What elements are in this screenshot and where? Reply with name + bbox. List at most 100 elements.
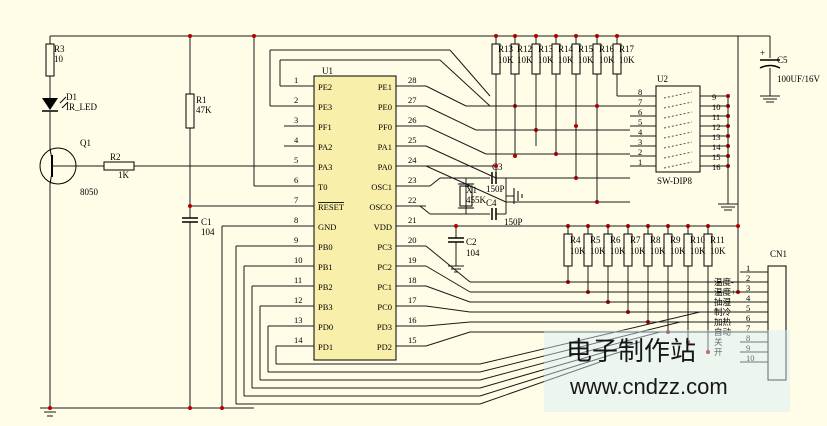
u1-left-pin-name: PE3 [318,102,332,112]
u1-right-pin-num: 24 [408,155,417,165]
cn1-pin-num: 8 [746,333,750,343]
u1-ref: U1 [322,66,333,76]
vdd-section: C2 104 [396,225,738,273]
dip-right-num: 13 [712,132,721,142]
dip-right-num: 11 [712,112,720,122]
u1-chip: U1 1PE22PE33PF14PA25PA36T07RESET8GND9PB0… [284,66,426,361]
bottom-resistor-ref: R10 [690,235,706,245]
cn1-pin-label: 开 [714,347,723,357]
cn1-pin-num: 5 [746,303,750,313]
u1-right-pin-num: 23 [408,175,417,185]
cn1-pin-num: 4 [746,293,751,303]
cn1-pin-num: 6 [746,313,750,323]
u1-right-pin-name: PA1 [378,142,392,152]
dip-right-num: 14 [712,142,721,152]
junction-dot [706,350,710,354]
u1-right-pin-num: 25 [408,135,417,145]
cn1-pin-num: 1 [746,263,750,273]
junction-dot [494,34,498,38]
bottom-resistor-ref: R7 [630,235,641,245]
u1-right-pin-name: PD3 [377,322,392,332]
u1-right-pin-name: VDD [374,222,392,232]
u1-body [313,75,397,361]
top-resistor-ref: R15 [578,44,594,54]
bottom-resistor-value: 10K [610,246,626,256]
r1-ref: R1 [196,95,207,105]
cn1-pin-num: 7 [746,323,750,333]
u1-left-pin-name: PB3 [318,302,333,312]
top-resistor-value: 10K [599,55,615,65]
u1-left-pin-num: 6 [294,175,298,185]
u1-left-pin-num: 10 [294,255,303,265]
u1-left-pin-num: 4 [294,135,299,145]
u1-right-pin-num: 26 [408,115,417,125]
u1-left-pin-num: 14 [294,335,303,345]
dip-left-num: 3 [638,137,642,147]
u1-left-pin-name: GND [318,222,336,232]
top-resistor-value: 10K [517,55,533,65]
cn1-pin-num: 3 [746,283,750,293]
u1-right-pin-name: OSCO [369,202,392,212]
dip-right-num: 9 [712,92,716,102]
junction-dot [494,164,498,168]
top-resistor-ref: R14 [558,44,574,54]
u1-right-pin-name: PD2 [377,342,392,352]
u1-left-pin-name: PB2 [318,282,333,292]
x1-ref: X1 [466,185,477,195]
dip-left-num: 6 [638,107,642,117]
cn1-pin-label: 关 [714,337,723,347]
dip-right-num: 10 [712,102,721,112]
x1-value: 455K [466,195,487,205]
junction-dot [534,34,538,38]
r1-resistor [185,93,195,129]
dip-left-num: 8 [638,87,642,97]
top-resistor-ref: R16 [599,44,615,54]
u2-value: SW-DIP8 [657,176,693,186]
junction-dot [188,34,192,38]
junction-dot [48,406,52,410]
u1-right-pin-num: 17 [408,295,417,305]
bottom-resistor-value: 10K [590,246,606,256]
top-resistor-value: 10K [538,55,554,65]
c3-value: 150P [486,184,505,194]
r3-value: 10 [54,54,64,64]
u1-left-pin-name: RESET [318,202,345,212]
junction-dot [574,124,578,128]
u1-right-pin-name: OSC1 [371,182,392,192]
q1-ref: Q1 [80,138,91,148]
u1-left-pin-name: PE2 [318,82,332,92]
dip-left-num: 4 [638,127,643,137]
u1-right-pin-num: 28 [408,75,417,85]
u2-dip-body [655,85,701,173]
c1-value: 104 [201,227,215,237]
u1-left-pin-name: PA2 [318,142,332,152]
bottom-resistor-ref: R9 [670,235,681,245]
c5-section: + C5 100UF/16V [737,35,821,292]
d1-value: IR_LED [66,102,97,112]
cn1-pin-num: 2 [746,273,750,283]
r3-ref: R3 [54,44,65,54]
cn1-pin-num: 9 [746,343,750,353]
junction-dot [252,34,256,38]
u1-right-pin-num: 16 [408,315,417,325]
u1-right-pin-num: 15 [408,335,417,345]
u1-right-pin-num: 22 [408,195,417,205]
d1-ref: D1 [66,92,77,102]
cn1-ref: CN1 [770,249,787,259]
d1-led-icon [42,98,58,110]
c4-ref: C4 [486,198,497,208]
u1-left-pin-name: PF1 [318,122,332,132]
watermark: 电子制作站 www.cndzz.com [544,330,790,412]
u1-right-pin-name: PE1 [378,82,392,92]
top-resistor-ref: R17 [619,44,635,54]
top-resistor-bank: R1310KR1210KR1310KR1410KR1510KR1610KR171… [491,34,635,75]
junction-dot [513,34,517,38]
bottom-resistor-ref: R4 [570,235,581,245]
c1-ref: C1 [201,217,212,227]
dip-right-num: 12 [712,122,721,132]
c4-value: 150P [504,217,523,227]
bottom-resistor-value: 10K [710,246,726,256]
svg-text:+: + [760,48,765,58]
